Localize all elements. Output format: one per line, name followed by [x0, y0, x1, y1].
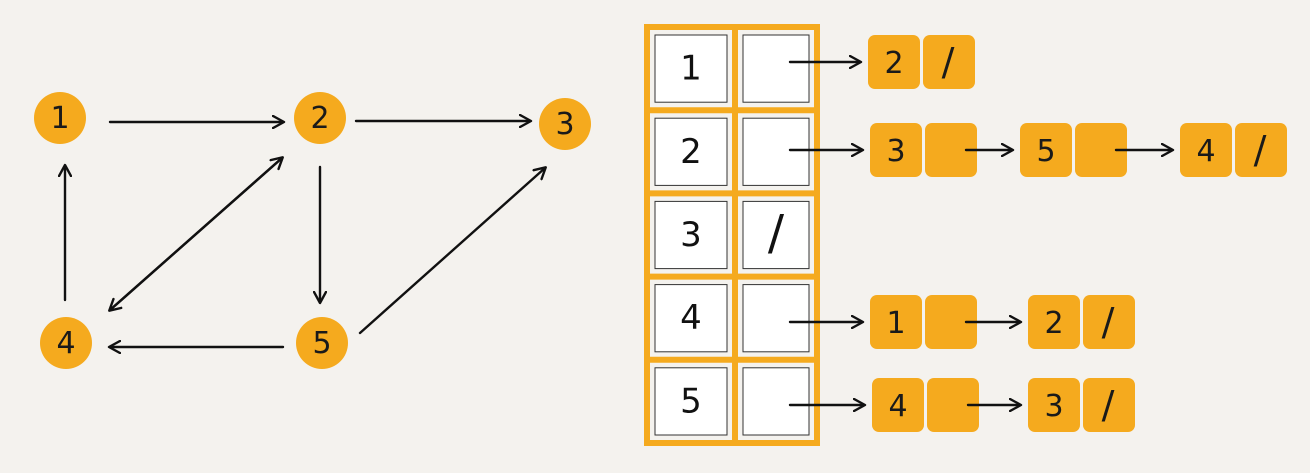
directed-graph: 1 2 3 4 5: [34, 92, 591, 369]
node-circle: [294, 92, 346, 144]
vertex-cell: [654, 34, 728, 103]
list-node-value: 3: [1044, 389, 1063, 424]
list-node-next-cell: [1075, 123, 1127, 177]
list-node-value-cell: [870, 123, 922, 177]
node-circle: [296, 317, 348, 369]
list-node: 5: [1020, 123, 1127, 177]
list-node-next-cell: [925, 295, 977, 349]
list-node-value: 3: [886, 134, 905, 169]
node-label: 4: [56, 326, 75, 361]
edge-5-to-3: [358, 168, 545, 335]
vertex-cell: [654, 200, 728, 270]
list-node-value: 2: [1044, 306, 1063, 341]
list-node-next-cell: [927, 378, 979, 432]
node-4: 4: [40, 317, 92, 369]
list-node-null-marker: /: [1102, 300, 1115, 344]
list-node-value: 5: [1036, 134, 1055, 169]
node-circle: [34, 92, 86, 144]
node-1: 1: [34, 92, 86, 144]
vertex-label: 5: [680, 381, 702, 421]
pointer-cell: [742, 34, 810, 103]
pointer-cell: [742, 117, 810, 186]
pointer-cell: [742, 367, 810, 436]
list-node-next-cell: [1083, 378, 1135, 432]
node-5: 5: [296, 317, 348, 369]
list-node-value-cell: [870, 295, 922, 349]
node-label: 1: [50, 101, 69, 136]
pointer-cell: [742, 284, 810, 353]
list-node-value-cell: [1028, 378, 1080, 432]
vertex-cell: [654, 367, 728, 436]
list-node-value-cell: [1180, 123, 1232, 177]
list-node: 3: [870, 123, 977, 177]
list-node-value: 4: [888, 389, 907, 424]
list-node: 4/: [1180, 123, 1287, 177]
vertex-cell: [654, 117, 728, 186]
list-node-value: 4: [1196, 134, 1215, 169]
node-label: 3: [555, 107, 574, 142]
node-circle: [539, 98, 591, 150]
list-node: 2/: [1028, 295, 1135, 349]
node-label: 5: [312, 326, 331, 361]
list-node-next-cell: [925, 123, 977, 177]
list-node: 3/: [1028, 378, 1135, 432]
list-node: 2/: [868, 35, 975, 89]
node-3: 3: [539, 98, 591, 150]
adjacency-row-3: 3/: [680, 205, 785, 261]
node-circle: [40, 317, 92, 369]
list-node: 1: [870, 295, 977, 349]
list-node-next-cell: [1083, 295, 1135, 349]
vertex-label: 3: [680, 215, 702, 255]
list-node-value-cell: [1020, 123, 1072, 177]
edge-4-to-2: [110, 156, 284, 310]
list-node: 4: [872, 378, 979, 432]
pointer-cell: [742, 200, 810, 270]
node-2: 2: [294, 92, 346, 144]
list-node-value-cell: [1028, 295, 1080, 349]
vertex-label: 4: [680, 298, 702, 338]
list-node-null-marker: /: [1254, 128, 1267, 172]
vertex-cell: [654, 284, 728, 353]
list-node-value-cell: [872, 378, 924, 432]
list-node-value: 2: [884, 46, 903, 81]
list-node-next-cell: [1235, 123, 1287, 177]
list-node-next-cell: [923, 35, 975, 89]
list-node-value: 1: [886, 306, 905, 341]
list-node-null-marker: /: [942, 40, 955, 84]
node-label: 2: [310, 101, 329, 136]
vertex-label: 1: [680, 49, 702, 89]
null-pointer: /: [768, 205, 785, 261]
list-node-value-cell: [868, 35, 920, 89]
list-node-null-marker: /: [1102, 383, 1115, 427]
vertex-label: 2: [680, 132, 702, 172]
